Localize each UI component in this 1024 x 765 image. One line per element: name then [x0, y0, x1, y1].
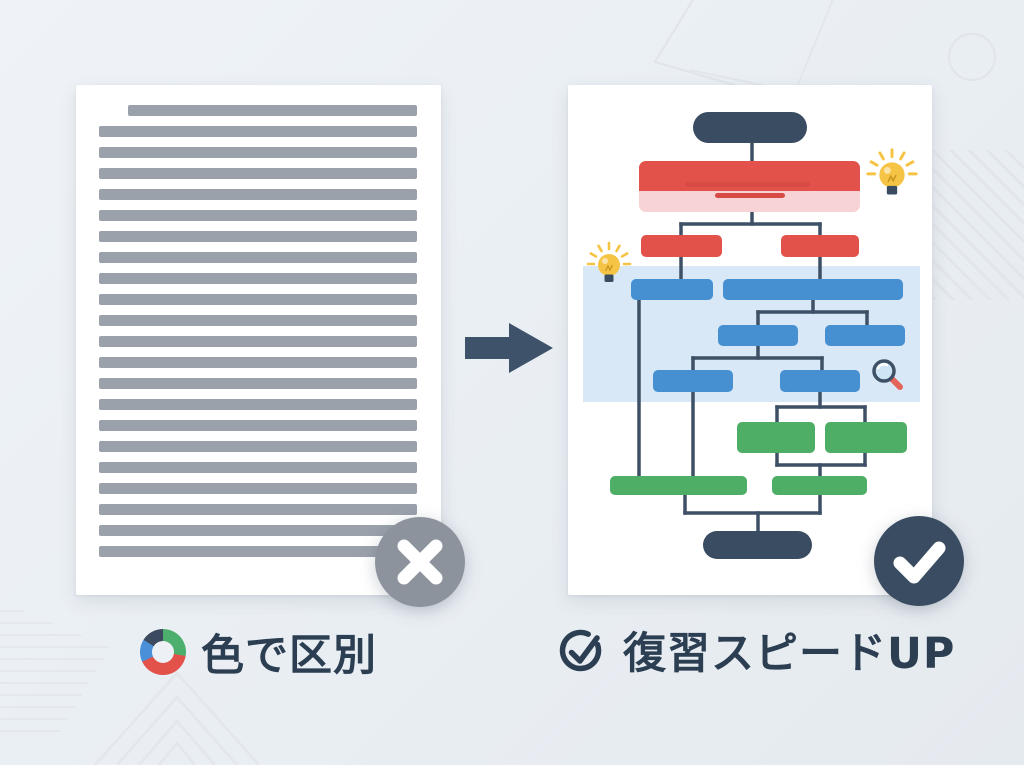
green-node-3-wide — [610, 476, 747, 495]
topic-node — [639, 161, 860, 212]
text-line-bar — [99, 462, 417, 473]
green-node-4 — [772, 476, 867, 495]
text-line-bar — [99, 504, 417, 515]
lightbulb-icon — [586, 241, 632, 282]
text-line-bar — [99, 525, 417, 536]
plain-notes-card — [76, 85, 441, 595]
left-caption-label: 色で区別 — [201, 631, 377, 681]
text-line-bar — [99, 441, 417, 452]
end-node — [703, 531, 812, 559]
flowchart-svg — [583, 112, 920, 559]
red-node-left — [641, 235, 722, 257]
green-node-1 — [737, 422, 815, 453]
text-line-bar — [99, 126, 417, 137]
text-line-bar — [99, 420, 417, 431]
flowchart-card — [568, 85, 932, 595]
text-line-bar — [99, 546, 417, 557]
blue-node-1 — [631, 279, 713, 300]
blue-node-5 — [653, 370, 733, 392]
right-caption: 復習スピードUP — [556, 620, 955, 680]
deco-hatch-right — [933, 150, 1024, 300]
check-circle-icon — [559, 629, 602, 672]
cross-badge — [375, 517, 465, 607]
text-line-bar — [99, 231, 417, 242]
lightbulb-icon — [866, 148, 918, 195]
text-line-bar — [99, 210, 417, 221]
blue-node-2-wide — [723, 279, 903, 300]
text-line-bar — [128, 105, 417, 116]
blue-node-6 — [780, 370, 860, 392]
text-line-bar — [99, 399, 417, 410]
left-caption: 色で区別 — [140, 622, 377, 682]
right-arrow-icon — [465, 323, 553, 373]
text-line-bar — [99, 147, 417, 158]
text-line-bar — [99, 378, 417, 389]
text-line-bar — [99, 357, 417, 368]
deco-circle-outline — [948, 33, 996, 81]
magnifier-icon — [872, 359, 903, 390]
start-node — [693, 112, 807, 143]
text-line-bar — [99, 168, 417, 179]
right-caption-label: 復習スピードUP — [623, 629, 956, 679]
text-line-bar — [99, 189, 417, 200]
text-line-bar — [99, 336, 417, 347]
text-line-bar — [99, 315, 417, 326]
text-line-bar — [99, 273, 417, 284]
green-node-2 — [825, 422, 907, 453]
text-line-bar — [99, 483, 417, 494]
donut-chart-icon — [140, 629, 186, 675]
blue-node-3 — [718, 325, 798, 346]
deco-hatch-left — [0, 598, 110, 738]
check-badge — [874, 516, 964, 606]
text-line-bar — [99, 252, 417, 263]
red-node-right — [781, 235, 859, 257]
blue-node-4 — [825, 325, 905, 346]
text-line-bar — [99, 294, 417, 305]
